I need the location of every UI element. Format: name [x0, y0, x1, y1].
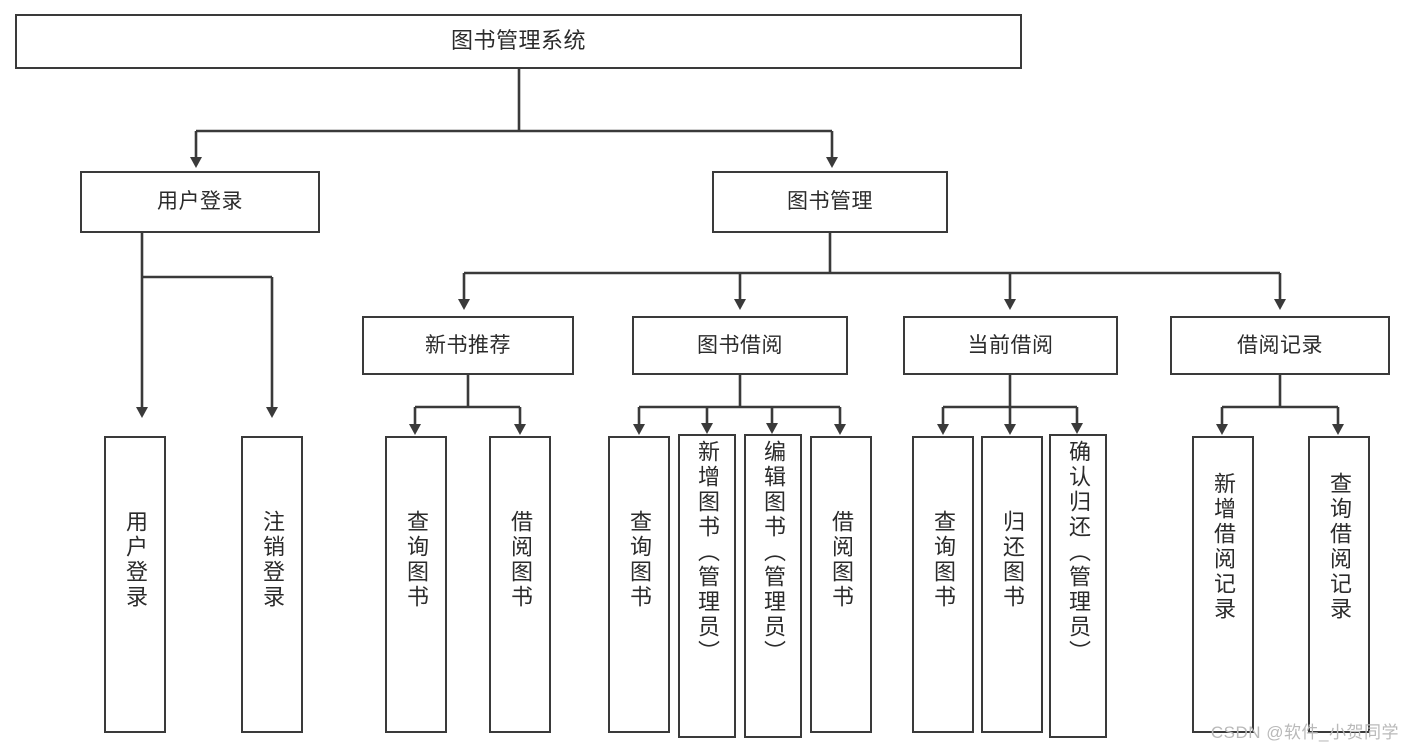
leaf-query-book-1[interactable]: 查询图书 — [385, 436, 447, 733]
node-new-book-recommend[interactable]: 新书推荐 — [362, 316, 574, 375]
leaf-query-record[interactable]: 查询借阅记录 — [1308, 436, 1370, 733]
node-label: 用户登录 — [157, 190, 243, 214]
leaf-borrow-book-2[interactable]: 借阅图书 — [810, 436, 872, 733]
node-label: 图书借阅 — [697, 333, 783, 357]
node-label: 借阅图书 — [829, 510, 854, 610]
leaf-add-record[interactable]: 新增借阅记录 — [1192, 436, 1254, 733]
node-label: 借阅记录 — [1237, 333, 1323, 357]
node-label: 确认归还（管理员） — [1066, 440, 1091, 665]
leaf-user-login[interactable]: 用户登录 — [104, 436, 166, 733]
node-label: 新书推荐 — [425, 333, 511, 357]
leaf-return-book[interactable]: 归还图书 — [981, 436, 1043, 733]
node-label: 用户登录 — [123, 510, 148, 610]
node-label: 新增借阅记录 — [1211, 472, 1236, 622]
node-label: 查询图书 — [931, 510, 956, 610]
node-label: 编辑图书（管理员） — [761, 440, 786, 665]
node-label: 新增图书（管理员） — [695, 440, 720, 665]
node-root-system[interactable]: 图书管理系统 — [15, 14, 1022, 69]
node-label: 查询图书 — [404, 510, 429, 610]
leaf-borrow-book-1[interactable]: 借阅图书 — [489, 436, 551, 733]
node-current-borrow[interactable]: 当前借阅 — [903, 316, 1118, 375]
node-book-borrow[interactable]: 图书借阅 — [632, 316, 848, 375]
leaf-add-book[interactable]: 新增图书（管理员） — [678, 434, 736, 738]
node-label: 当前借阅 — [967, 333, 1054, 357]
node-borrow-record[interactable]: 借阅记录 — [1170, 316, 1390, 375]
node-user-login[interactable]: 用户登录 — [80, 171, 320, 233]
node-label: 注销登录 — [260, 510, 285, 610]
leaf-edit-book[interactable]: 编辑图书（管理员） — [744, 434, 802, 738]
leaf-query-book-2[interactable]: 查询图书 — [608, 436, 670, 733]
leaf-confirm-return[interactable]: 确认归还（管理员） — [1049, 434, 1107, 738]
node-label: 借阅图书 — [508, 510, 533, 610]
node-label: 查询借阅记录 — [1327, 472, 1352, 622]
node-label: 图书管理 — [787, 190, 873, 214]
leaf-logout-login[interactable]: 注销登录 — [241, 436, 303, 733]
node-label: 查询图书 — [627, 510, 652, 610]
node-label: 归还图书 — [1000, 510, 1025, 610]
leaf-query-book-3[interactable]: 查询图书 — [912, 436, 974, 733]
node-label: 图书管理系统 — [450, 28, 586, 54]
watermark-text: CSDN @软件_小贺同学 — [1210, 723, 1399, 742]
node-book-management[interactable]: 图书管理 — [712, 171, 948, 233]
